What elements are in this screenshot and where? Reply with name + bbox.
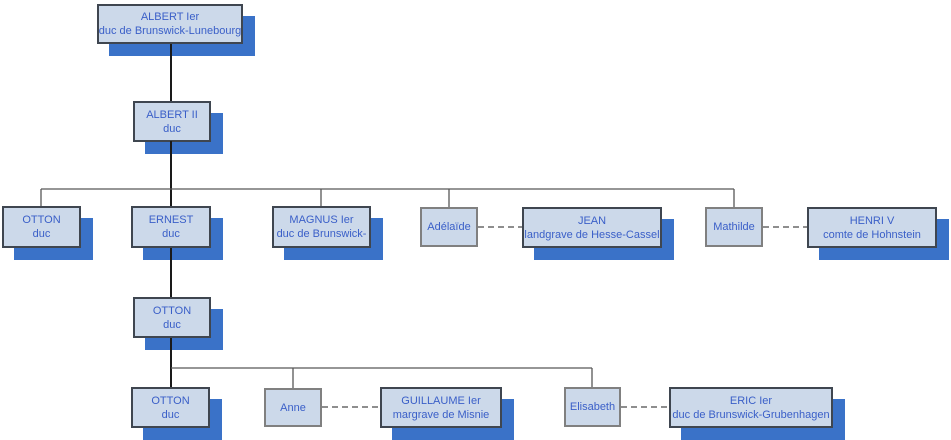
- node-henri-v[interactable]: HENRI V comte de Hohnstein: [807, 207, 937, 248]
- person-name: OTTON: [22, 214, 61, 226]
- person-name: Mathilde: [713, 221, 755, 233]
- node-albert-ier[interactable]: ALBERT Ier duc de Brunswick-Lunebourg: [97, 4, 243, 44]
- node-adelaide[interactable]: Adélaïde: [420, 207, 478, 247]
- node-anne[interactable]: Anne: [264, 388, 322, 427]
- person-title: duc: [32, 228, 51, 240]
- person-name: Adélaïde: [427, 221, 471, 233]
- person-title: duc de Brunswick-Lunebourg: [98, 25, 242, 37]
- person-title: duc: [163, 318, 181, 331]
- person-title: margrave de Misnie: [392, 408, 490, 421]
- person-title: duc: [162, 228, 180, 240]
- person-title: comte de Hohnstein: [823, 228, 921, 241]
- node-ernest[interactable]: ERNEST duc: [131, 206, 211, 248]
- person-title: duc: [163, 122, 181, 135]
- node-mathilde[interactable]: Mathilde: [705, 207, 763, 247]
- person-name: ALBERT II: [146, 108, 198, 121]
- node-elisabeth[interactable]: Elisabeth: [564, 387, 621, 427]
- person-name: ERIC Ier: [729, 394, 773, 407]
- person-title: landgrave de Hesse-Cassel: [524, 228, 660, 241]
- person-name: ERNEST: [148, 214, 194, 226]
- person-name: OTTON: [152, 304, 192, 317]
- node-jean[interactable]: JEAN landgrave de Hesse-Cassel: [522, 207, 662, 248]
- person-name: GUILLAUME Ier: [401, 394, 481, 407]
- person-name: OTTON: [151, 394, 190, 407]
- node-otton-duc-3[interactable]: OTTON duc: [131, 387, 210, 428]
- node-magnus-ier[interactable]: MAGNUS Ier duc de Brunswick-: [272, 206, 371, 248]
- node-guillaume-ier[interactable]: GUILLAUME Ier margrave de Misnie: [380, 387, 502, 428]
- marriage-connectors: [322, 226, 807, 408]
- person-title: duc: [161, 408, 180, 421]
- person-name: HENRI V: [849, 214, 895, 227]
- person-name: Anne: [280, 401, 306, 414]
- person-name: ALBERT Ier: [140, 11, 200, 23]
- person-title: duc de Brunswick-: [276, 228, 367, 240]
- node-eric-ier[interactable]: ERIC Ier duc de Brunswick-Grubenhagen: [669, 387, 833, 428]
- node-albert-ii[interactable]: ALBERT II duc: [133, 101, 211, 142]
- person-name: Elisabeth: [569, 401, 616, 413]
- person-name: MAGNUS Ier: [289, 214, 354, 226]
- node-otton-duc-2[interactable]: OTTON duc: [133, 297, 211, 338]
- person-title: duc de Brunswick-Grubenhagen: [672, 408, 830, 421]
- person-name: JEAN: [577, 214, 607, 227]
- node-otton-duc-1[interactable]: OTTON duc: [2, 206, 81, 248]
